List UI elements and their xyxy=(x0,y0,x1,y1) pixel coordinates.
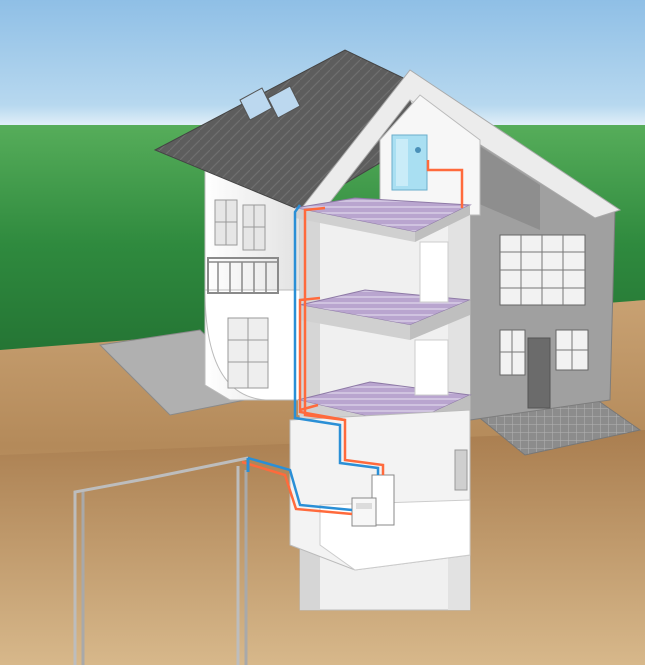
heat-pump-icon xyxy=(351,474,395,527)
house-left-wing xyxy=(204,154,321,401)
heating-pipes xyxy=(241,160,464,516)
cutaway-section xyxy=(289,94,481,611)
floor-heating-top xyxy=(294,197,472,242)
basement-door xyxy=(454,449,468,491)
skylight-icon xyxy=(239,85,301,121)
shower-icon xyxy=(391,134,428,191)
ground-probes xyxy=(73,456,250,665)
